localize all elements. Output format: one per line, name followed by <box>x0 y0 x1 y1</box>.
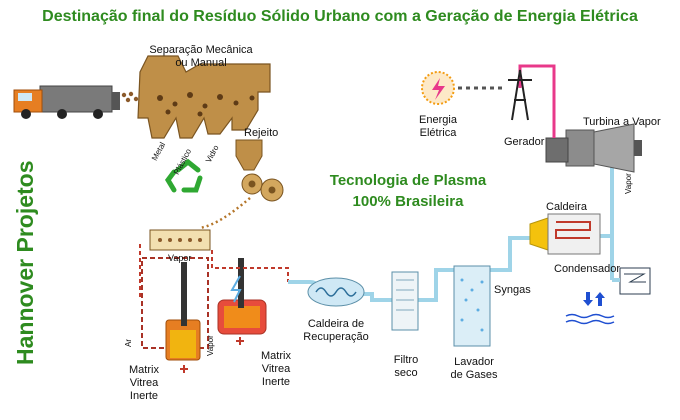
label-reject: Rejeito <box>244 127 279 139</box>
generator-icon <box>545 137 569 163</box>
label-vapor-mid: Vapor <box>206 335 215 356</box>
diagram-title: Destinação final do Resíduo Sólido Urban… <box>42 8 638 25</box>
lightning-icon <box>421 71 455 105</box>
water-waves <box>565 313 615 325</box>
gear-icon <box>241 173 284 202</box>
separation-hopper <box>137 55 271 139</box>
label-vapor-top: Vapor <box>168 253 192 263</box>
technology-line-1: Tecnologia de Plasma <box>329 172 487 189</box>
label-recovery-boiler: Caldeira de Recuperação <box>303 318 369 343</box>
label-electric-energy: Energia Elétrica <box>419 114 457 139</box>
label-gas-washer: Lavador de Gases <box>450 356 498 381</box>
technology-text: Tecnologia de Plasma 100% Brasileira <box>318 170 498 212</box>
label-condenser: Condensador <box>554 263 621 275</box>
recycle-icon <box>164 158 203 193</box>
power-line <box>518 64 556 138</box>
transmission-tower-icon <box>508 69 532 121</box>
label-ar: Ar <box>124 339 133 347</box>
label-steam-turbine: Turbina a Vapor <box>583 116 661 128</box>
steam-turbine <box>565 123 642 173</box>
waste-flow-dots <box>121 91 139 103</box>
cooling-water-icon <box>583 292 605 306</box>
label-dry-filter: Filtro seco <box>393 354 419 379</box>
reject-chute <box>235 139 263 171</box>
boiler <box>529 213 601 255</box>
garbage-truck-icon <box>13 85 120 119</box>
condenser <box>610 236 651 295</box>
feed-box <box>149 229 211 251</box>
dry-filter <box>391 271 419 331</box>
label-matrix-right: Matrix Vitrea Inerte <box>261 350 291 388</box>
label-vapor-turbine: Vapor <box>624 173 633 194</box>
label-boiler: Caldeira <box>546 201 587 213</box>
technology-line-2: 100% Brasileira <box>352 193 464 210</box>
label-generator: Gerador <box>504 136 545 148</box>
label-matrix-left: Matrix Vitrea Inerte <box>129 364 159 402</box>
recovery-boiler <box>307 277 365 307</box>
label-separation: Separação Mecânica ou Manual <box>149 44 253 69</box>
gas-washer <box>453 265 491 347</box>
label-syngas: Syngas <box>494 284 531 296</box>
plasma-reactor <box>141 257 267 361</box>
